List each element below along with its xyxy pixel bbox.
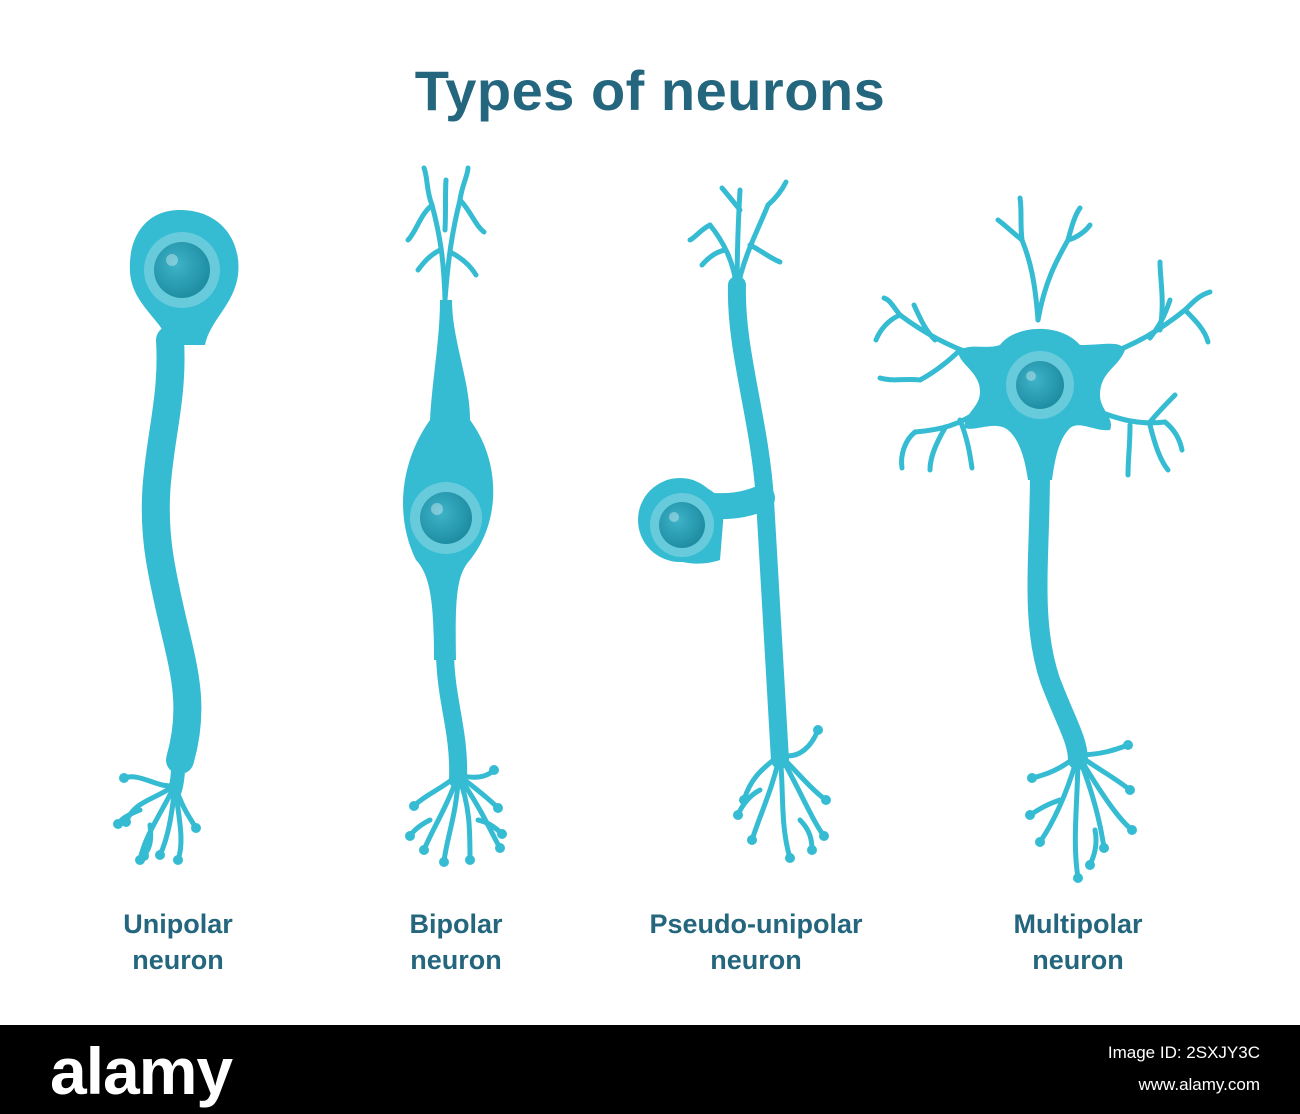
multipolar-dendrites — [873, 195, 1213, 478]
footer-info: Image ID: 2SXJY3C www.alamy.com — [1108, 1037, 1260, 1101]
multipolar-neuron — [873, 195, 1213, 883]
image-id: Image ID: 2SXJY3C — [1107, 1043, 1260, 1062]
label-pseudo-unipolar: Pseudo-unipolar neuron — [606, 906, 906, 978]
page-title: Types of neurons — [414, 59, 886, 122]
bipolar-terminal-knobs — [405, 765, 507, 867]
label-unipolar-line1: Unipolar — [123, 909, 233, 939]
bipolar-neuron — [403, 165, 507, 867]
label-unipolar-line2: neuron — [132, 945, 224, 975]
multipolar-terminals — [1027, 742, 1135, 881]
pseudo-unipolar-stem — [727, 276, 789, 769]
unipolar-axon — [141, 326, 202, 774]
pseudo-unipolar-terminal-knobs — [733, 725, 831, 863]
multipolar-nucleus — [1006, 351, 1074, 419]
label-multipolar-line2: neuron — [1032, 945, 1124, 975]
unipolar-terminal-knobs — [113, 773, 201, 865]
label-multipolar: Multipolar neuron — [928, 906, 1228, 978]
pseudo-unipolar-neuron — [638, 179, 831, 863]
multipolar-axon — [1027, 460, 1088, 770]
bipolar-soma — [403, 300, 494, 660]
label-pseudo-unipolar-line1: Pseudo-unipolar — [649, 909, 863, 939]
label-pseudo-unipolar-line2: neuron — [710, 945, 802, 975]
brand-logo: alamy — [50, 1034, 233, 1108]
label-unipolar: Unipolar neuron — [28, 906, 328, 978]
unipolar-neuron — [113, 210, 239, 865]
pseudo-unipolar-nucleus — [650, 493, 714, 557]
pseudo-unipolar-top-dendrites — [687, 179, 789, 293]
footer-bar: alamy Image ID: 2SXJY3C www.alamy.com — [0, 1025, 1300, 1114]
bipolar-axon — [436, 641, 468, 789]
label-bipolar: Bipolar neuron — [306, 906, 606, 978]
neuron-diagram — [113, 165, 1213, 883]
bipolar-top-dendrites — [405, 165, 487, 303]
site-url: www.alamy.com — [1138, 1075, 1260, 1094]
label-bipolar-line2: neuron — [410, 945, 502, 975]
bipolar-nucleus — [410, 482, 482, 554]
label-bipolar-line1: Bipolar — [409, 909, 503, 939]
unipolar-nucleus — [144, 232, 220, 308]
label-multipolar-line1: Multipolar — [1013, 909, 1143, 939]
unipolar-terminals — [115, 774, 199, 863]
multipolar-terminal-knobs — [1025, 740, 1137, 883]
